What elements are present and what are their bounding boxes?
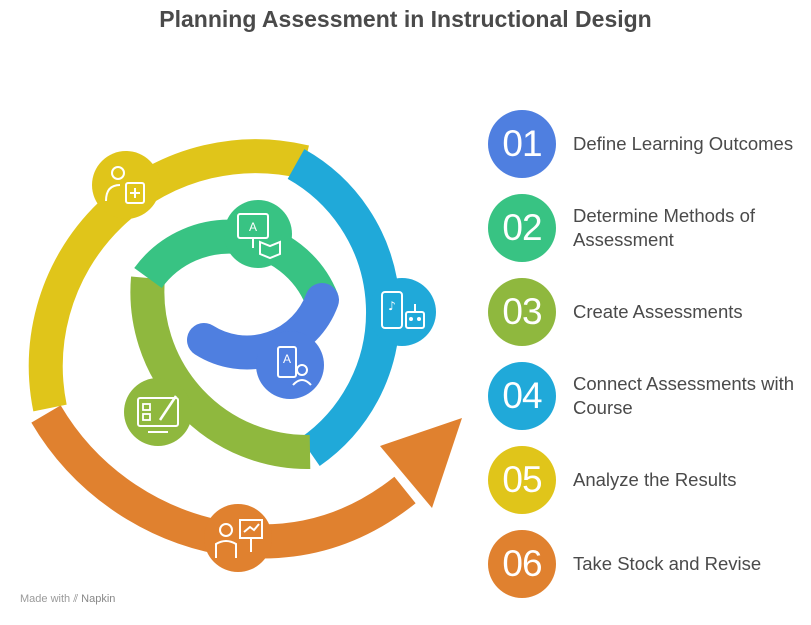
monitor-pencil-icon [124,378,192,446]
step-number-badge: 05 [488,446,556,514]
person-clipboard-icon [92,151,160,219]
step-02: 02 Determine Methods of Assessment [488,194,808,262]
step-01: 01 Define Learning Outcomes [488,110,808,178]
learner-document-icon: A [256,331,324,399]
step-label: Create Assessments [573,301,743,322]
footer-watermark: Made with ⫽ Napkin [20,593,116,605]
step-number-badge: 01 [488,110,556,178]
device-robot-icon: ♪ [368,278,436,346]
step-03: 03 Create Assessments [488,278,808,346]
svg-text:A: A [283,352,291,366]
step-number-badge: 03 [488,278,556,346]
step-number-badge: 06 [488,530,556,598]
step-label: Define Learning Outcomes [573,133,794,154]
spiral-arrowhead [380,418,462,508]
page-title: Planning Assessment in Instructional Des… [159,6,652,32]
presenter-chart-icon [204,504,272,572]
svg-text:A: A [249,220,257,234]
step-06: 06 Take Stock and Revise [488,530,808,598]
napkin-logo-icon: ⫽ [73,593,79,605]
step-label: Determine Methods of Assessment [573,205,756,250]
presentation-book-icon: A [224,200,292,268]
step-label: Connect Assessments with Course [573,373,795,418]
spiral-segment-05 [28,139,309,412]
spiral-segment-03 [130,276,311,470]
step-label: Take Stock and Revise [573,553,762,574]
step-04: 04 Connect Assessments with Course [488,362,808,430]
step-number-badge: 02 [488,194,556,262]
step-number-badge: 04 [488,362,556,430]
step-05: 05 Analyze the Results [488,446,808,514]
svg-text:♪: ♪ [388,299,396,313]
step-label: Analyze the Results [573,469,737,490]
